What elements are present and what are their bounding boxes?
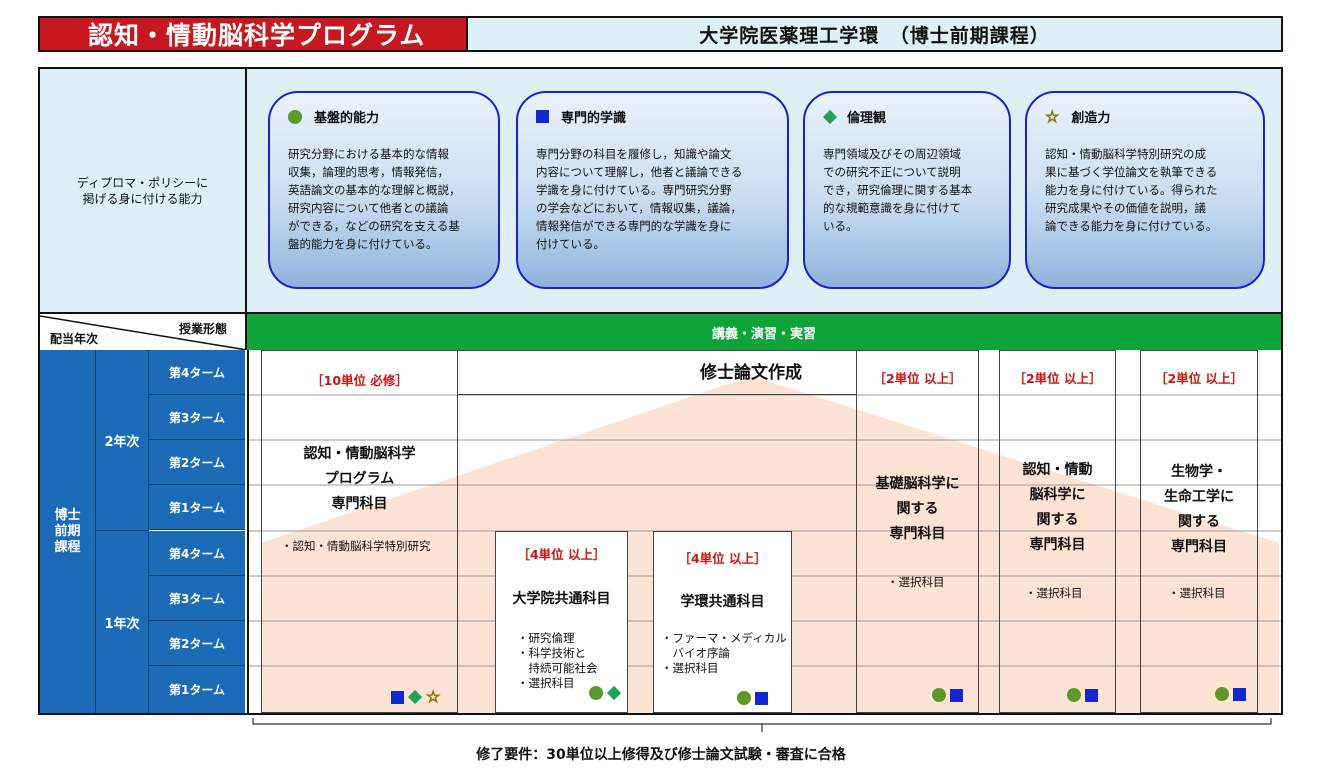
green-circle-icon [288,109,302,124]
subject-name: 認知・情動 脳科学に 関する 専門科目 [1022,462,1093,553]
ability-text: 研究分野における基本的な情報 収集，論理的思考，情報発信， 英語論文の基本的な理… [288,147,461,251]
term-label: 第2ターム [149,440,245,485]
subject-name: 大学院共通科目 [512,591,611,607]
green-circle-icon [1215,687,1229,701]
graduate-school-title: 大学院医薬理工学環 （博士前期課程） [468,16,1283,52]
requirement-label: ［4単位 以上］ [517,547,606,562]
program-title: 認知・情動脳科学プログラム [38,16,468,52]
class-type-bar: 講義・演習・実習 [247,312,1281,350]
term-label: 第1ターム [149,666,245,713]
requirement-label: ［2単位 以上］ [873,371,962,386]
blue-square-icon [1085,688,1098,702]
requirement-label: ［10単位 必修］ [311,373,408,388]
requirement-label: ［2単位 以上］ [1154,371,1244,386]
subject-name: 基礎脳科学に 関する 専門科目 [875,476,960,542]
blue-square-icon [755,691,768,705]
subject-items: ・選択科目 [1025,586,1083,600]
subject-items: ・選択科目 [887,575,945,589]
thesis-label: 修士論文作成 [700,363,802,383]
green-circle-icon [1067,688,1081,702]
ability-card-creativity: ☆ 創造力 認知・情動脳科学特別研究の成 果に基づく学位論文を執筆できる 能力を身… [1025,91,1265,289]
subject-box-cognitive-neuro [999,350,1116,713]
term-label: 第3ターム [149,395,245,440]
subject-box-basic-neuro [856,350,979,713]
ability-title: 倫理観 [847,111,887,126]
term-label: 第3ターム [149,576,245,621]
subject-box-graduate-common [495,531,628,713]
green-circle-icon [589,686,603,700]
class-type-header: 授業形態 [178,322,227,336]
table-corner-header: 授業形態 配当年次 [40,312,247,350]
ability-markers [589,685,622,701]
ability-card-expertise: 専門的学識 専門分野の科目を履修し，知識や論文 内容について理解し，他者と議論で… [516,91,789,289]
subject-items: ・認知・情動脳科学特別研究 [281,539,431,553]
blue-square-icon [950,688,963,702]
subject-box-school-common [653,531,792,713]
ability-title: 基盤的能力 [314,111,380,126]
ability-title: 専門的学識 [561,111,627,126]
diploma-policy-area: 基盤的能力 研究分野における基本的な情報 収集，論理的思考，情報発信， 英語論文… [247,69,1281,312]
ability-markers [932,688,963,702]
ability-text: 専門領域及びその周辺領域 での研究不正について説明 でき，研究倫理に関する基本 … [823,147,973,233]
subject-box-biology [1140,350,1258,713]
completion-requirement: 修了要件：30単位以上修得及び修士論文試験・審査に合格 [476,747,846,763]
green-circle-icon [932,688,946,702]
subject-items: ・選択科目 [1168,586,1226,600]
course-label: 博士 前期 課程 [40,350,96,713]
blue-square-icon [391,690,404,704]
year-header: 配当年次 [50,332,99,346]
term-label: 第4ターム [149,531,245,576]
requirement-label: ［4単位 以上］ [678,551,767,566]
ability-markers [1215,687,1246,701]
ability-markers [737,691,768,705]
blue-square-icon [536,110,549,123]
term-label: 第2ターム [149,621,245,666]
year-2-label: 2年次 [96,350,149,531]
subject-name: 認知・情動脳科学 プログラム 専門科目 [303,446,416,512]
yellow-star-icon: ☆ [1044,106,1060,126]
ability-text: 認知・情動脳科学特別研究の成 果に基づく学位論文を執筆できる 能力を身に付けてい… [1045,147,1218,233]
term-label: 第1ターム [149,485,245,530]
requirement-label: ［2単位 以上］ [1013,371,1102,386]
bracket-line [252,718,1272,732]
diploma-policy-label: ディプロマ・ポリシーに 掲げる身に付ける能力 [40,69,247,312]
subject-box-program [261,350,458,713]
ability-title: 創造力 [1071,111,1111,126]
year-1-label: 1年次 [96,531,149,713]
subject-name: 学環共通科目 [680,594,765,610]
thesis-header-cell [458,350,856,395]
curriculum-grid: ［10単位 必修］ ［4単位 以上］ ［4単位 以上］ ［2単位 以上］ ［2単… [247,350,1283,713]
subject-items: ・研究倫理 ・科学技術と 持続可能社会 ・選択科目 [517,631,598,690]
ability-markers: ☆ [391,687,441,706]
ability-markers [1067,688,1098,702]
subject-name: 生物学・ 生命工学に 関する 専門科目 [1164,464,1234,555]
diagonal-divider [40,315,245,350]
green-circle-icon [737,691,751,705]
subject-items: ・ファーマ・メディカル バイオ序論 ・選択科目 [661,631,787,675]
ability-card-foundational: 基盤的能力 研究分野における基本的な情報 収集，論理的思考，情報発信， 英語論文… [268,91,500,289]
term-label: 第4ターム [149,350,245,395]
yellow-star-icon: ☆ [425,687,441,706]
outer-frame [38,67,1283,715]
blue-square-icon [1233,687,1246,701]
ability-text: 専門分野の科目を履修し，知識や論文 内容について理解し，他者と議論できる 学識を… [536,147,743,251]
ability-card-ethics: 倫理観 専門領域及びその周辺領域 での研究不正について説明 でき，研究倫理に関す… [803,91,1011,289]
